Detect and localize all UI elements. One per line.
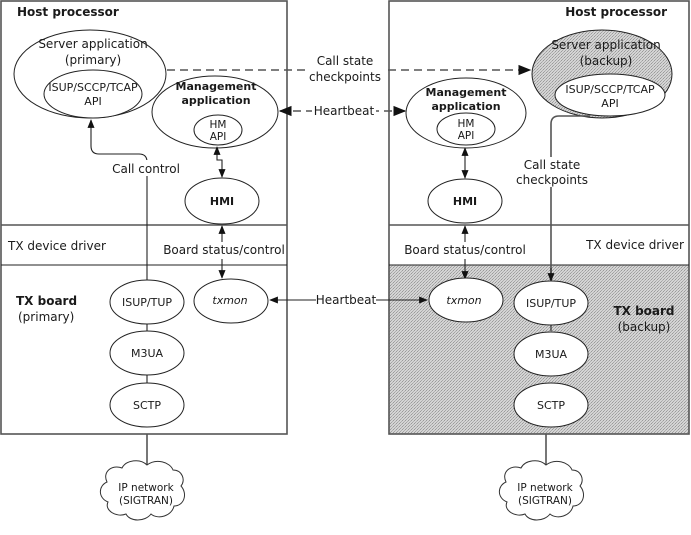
primary-network-label-2: (SIGTRAN)	[119, 495, 173, 507]
primary-call-control-link	[87, 119, 148, 280]
primary-hm-api	[193, 114, 243, 146]
primary-hm-api-label-1: HM	[210, 119, 227, 131]
primary-hmapi-hmi-link	[213, 146, 226, 178]
backup-board-status-label: Board status/control	[404, 243, 526, 257]
backup-mgmt-app-label-2: application	[431, 100, 500, 113]
primary-api-label-2: API	[84, 95, 101, 108]
backup-host-label: Host processor	[565, 5, 667, 19]
primary-board-status-label: Board status/control	[163, 243, 285, 257]
primary-board-sub-label: (primary)	[18, 310, 74, 324]
backup-api-label-2: API	[601, 97, 618, 110]
backup-server-app-label-2: (backup)	[580, 54, 633, 68]
backup-network-label-2: (SIGTRAN)	[518, 495, 572, 507]
primary-network-cloud	[99, 460, 185, 521]
backup-hm-api	[436, 112, 496, 146]
backup-api-label-1: ISUP/SCCP/TCAP	[565, 83, 655, 96]
primary-call-control-label: Call control	[112, 162, 180, 176]
primary-host-label: Host processor	[17, 5, 119, 19]
heartbeat-host-label: Heartbeat	[314, 104, 375, 118]
backup-stack-m3ua	[513, 331, 589, 377]
backup-server-app-label-1: Server application	[551, 38, 660, 52]
backup-network-cloud	[498, 460, 584, 521]
primary-driver-label: TX device driver	[7, 239, 106, 253]
backup-txmon-label: txmon	[446, 294, 481, 307]
primary-txmon	[193, 278, 269, 324]
primary-system: Host processor Server application (prima…	[0, 0, 288, 521]
cross-links: Call state checkpoints Heartbeat Heartbe…	[167, 53, 532, 308]
primary-hmi-label: HMI	[210, 195, 234, 208]
primary-server-app-label-2: (primary)	[65, 53, 121, 67]
backup-stack-sctp-label: SCTP	[537, 399, 565, 412]
primary-network-label-1: IP network	[118, 482, 174, 494]
backup-network-label-1: IP network	[517, 482, 573, 494]
primary-api	[43, 69, 143, 119]
primary-stack-isup-tup	[109, 279, 185, 325]
backup-stack-m3ua-label: M3UA	[535, 348, 568, 361]
primary-mgmt-app-label-1: Management	[176, 80, 257, 93]
call-state-checkpoints-label-1: Call state	[317, 54, 374, 68]
primary-txmon-label: txmon	[212, 294, 247, 307]
backup-hm-api-label-2: API	[458, 130, 475, 142]
backup-system: Host processor Server application (backu…	[388, 0, 690, 521]
call-state-checkpoints-label-2: checkpoints	[309, 70, 381, 84]
backup-call-state-label-1: Call state	[524, 158, 581, 172]
primary-stack-isup-tup-label: ISUP/TUP	[122, 296, 172, 309]
primary-stack-sctp	[109, 382, 185, 428]
backup-txmon	[428, 277, 504, 323]
primary-stack-m3ua	[109, 330, 185, 376]
backup-mgmt-app-label-1: Management	[426, 86, 507, 99]
primary-api-label-1: ISUP/SCCP/TCAP	[48, 81, 138, 94]
backup-stack-sctp	[513, 382, 589, 428]
primary-server-app-label-1: Server application	[38, 37, 147, 51]
backup-board-label: TX board	[613, 304, 674, 318]
primary-board-label: TX board	[16, 294, 77, 308]
backup-hm-api-label-1: HM	[458, 118, 475, 130]
backup-hmi-label: HMI	[453, 195, 477, 208]
backup-api	[554, 73, 666, 117]
backup-board-sub-label: (backup)	[618, 320, 671, 334]
primary-host-box	[0, 0, 288, 435]
primary-hm-api-label-2: API	[210, 131, 227, 143]
primary-stack-sctp-label: SCTP	[133, 399, 161, 412]
backup-stack-isup-tup	[513, 280, 589, 326]
primary-stack-m3ua-label: M3UA	[131, 347, 164, 360]
heartbeat-board-label: Heartbeat	[316, 293, 377, 307]
backup-hmi	[427, 178, 503, 224]
primary-mgmt-app-label-2: application	[181, 94, 250, 107]
backup-host-box	[388, 0, 690, 435]
backup-stack-isup-tup-label: ISUP/TUP	[526, 297, 576, 310]
backup-call-state-label-2: checkpoints	[516, 173, 588, 187]
primary-hmi	[184, 177, 260, 225]
backup-call-state-link	[550, 115, 590, 280]
backup-driver-label: TX device driver	[585, 238, 684, 252]
